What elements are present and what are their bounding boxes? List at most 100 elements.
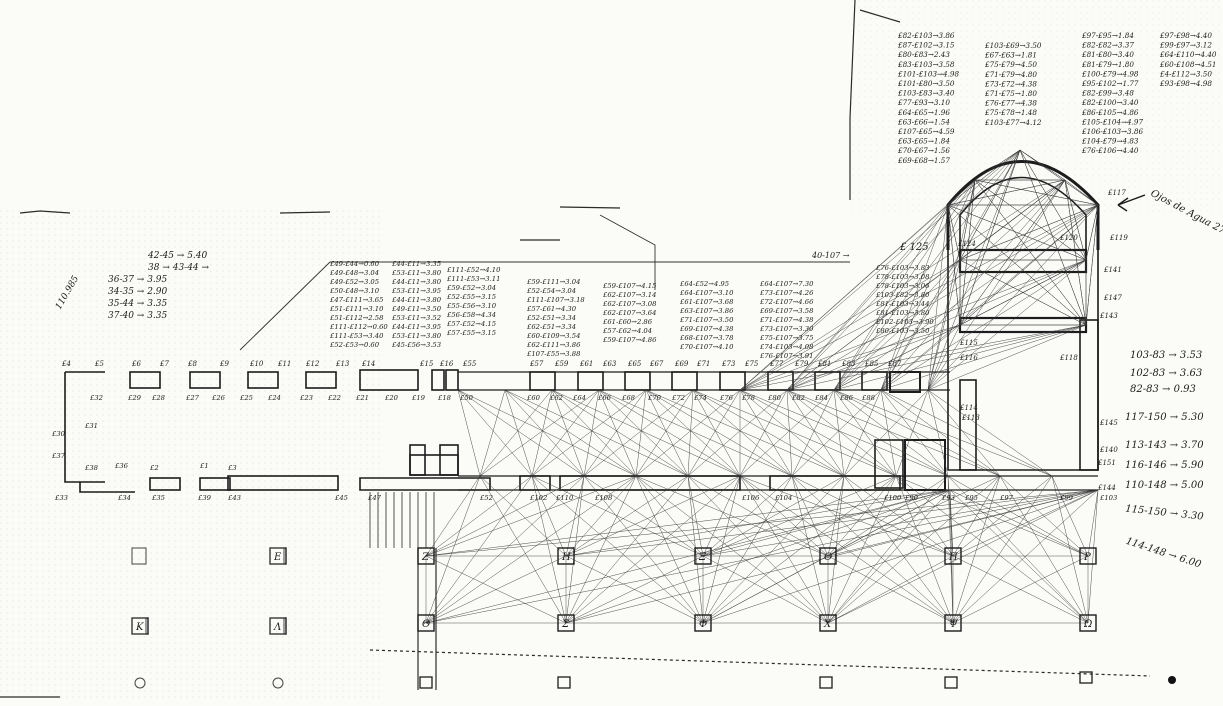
station-label-mid: £60 — [526, 394, 541, 402]
nave-note-line: £80-£103→3.50 — [875, 327, 930, 335]
station-label-mid: £86 — [839, 394, 854, 402]
nave-note-line: £61-£60→2.86 — [602, 318, 653, 326]
right-note-line: 114-148 → 6.00 — [1124, 536, 1203, 571]
topright-note-line: £64-£110→4.40 — [1159, 50, 1217, 59]
nave-note-line: £103-£82→3.80 — [875, 291, 930, 299]
right-note-line: 102-83 → 3.63 — [1130, 368, 1202, 379]
tower-label: Θ — [422, 619, 430, 630]
tower-box — [557, 547, 575, 565]
tower-box — [417, 547, 435, 565]
station-label-lower: £95 — [964, 494, 978, 502]
nave-note-line: £59-£107→4.15 — [602, 282, 656, 290]
nave-note-line: £74-£103→4.08 — [759, 343, 814, 351]
topright-note-line: £80-£83→2.43 — [897, 50, 950, 59]
measurement-notes-rows: £49-£44→0.60£49-£48→3.04£49-£52→3.05£50-… — [329, 251, 934, 360]
station-label-dome: £147 — [1103, 294, 1122, 302]
nave-arrow-label: 40-107 → — [811, 251, 850, 260]
station-label-lower: £102 — [529, 494, 547, 502]
bottom-marker-box — [819, 676, 833, 689]
nave-note-line: £49-£44→0.60 — [329, 260, 380, 268]
station-label-mid: £62 — [549, 394, 563, 402]
station-label-lower: £34 — [117, 494, 131, 502]
station-label-top: £7 — [159, 360, 169, 368]
topright-note-line: £81-£79→1.80 — [1081, 60, 1134, 69]
station-label-top: £8 — [187, 360, 197, 368]
nave-note-line: £111-£52→4.10 — [446, 266, 501, 274]
tower-label: Ξ — [698, 552, 707, 563]
station-label-top: £75 — [744, 360, 759, 368]
tower-label: Π — [948, 552, 958, 563]
topright-note-line: £97-£98→4.40 — [1159, 31, 1212, 40]
topright-note-line: £106-£103→3.86 — [1081, 127, 1143, 136]
tower-label: O — [824, 552, 832, 563]
nave-note-line: £52-£51→3.34 — [526, 314, 576, 322]
topright-note-line: £77-£93→3.10 — [897, 98, 950, 107]
station-label-dome: £118 — [1059, 354, 1078, 362]
nave-note-line: £49-£11→3.50 — [391, 305, 442, 313]
tower-box — [694, 547, 712, 565]
nave-note-line: £44-£11→3.35 — [391, 260, 441, 268]
station-label-mid: £19 — [411, 394, 426, 402]
topright-note-line: £4-£112→3.50 — [1159, 69, 1212, 78]
station-label-mid: £50 — [459, 394, 474, 402]
nave-note-line: £57-£55→3.15 — [446, 329, 496, 337]
station-label-mid: £68 — [621, 394, 636, 402]
station-label-top: £71 — [696, 360, 710, 368]
station-label-dome: £140 — [1099, 446, 1118, 454]
station-label-top: £57 — [529, 360, 544, 368]
left-note-line: 35-44 → 3.35 — [108, 299, 168, 309]
tower-label: H — [561, 552, 571, 563]
right-note-line: 116-146 → 5.90 — [1125, 460, 1204, 471]
nave-note-line: £52-£53→0.60 — [329, 341, 380, 349]
tower-label: Λ — [273, 622, 281, 633]
station-label-lower: £47 — [367, 494, 382, 502]
nave-note-line: £71-£107→4.38 — [759, 316, 814, 324]
station-label-mid: £20 — [384, 394, 399, 402]
station-label-lower: £99 — [1059, 494, 1074, 502]
wall-segments-top — [64, 369, 950, 483]
tower-label: X — [823, 619, 832, 630]
nave-note-line: £59-£107→4.86 — [602, 336, 657, 344]
nave-note-line: £68-£107→3.78 — [679, 334, 734, 342]
tower-label: Φ — [699, 619, 707, 630]
right-note-line: 117-150 → 5.30 — [1125, 412, 1204, 423]
station-label-top: £55 — [462, 360, 477, 368]
nave-note-line: £72-£107→4.66 — [759, 298, 814, 306]
station-label-mid: £80 — [767, 394, 782, 402]
tower-label: E — [273, 552, 282, 563]
nave-note-line: £81-£103→3.80 — [875, 309, 930, 317]
station-label-top: £10 — [249, 360, 264, 368]
nave-note-line: £76-£107→3.91 — [759, 352, 813, 360]
station-label-top: £16 — [439, 360, 454, 368]
station-label-mid: £66 — [597, 394, 612, 402]
nave-note-line: £57-£62→4.04 — [602, 327, 652, 335]
topright-note-line: £103-£77→4.12 — [984, 118, 1042, 127]
nave-note-line: £53-£11→3.52 — [391, 314, 441, 322]
nave-note-line: £52-£54→3.04 — [526, 287, 576, 295]
station-label-mid: £26 — [211, 394, 226, 402]
station-label-lower: £45 — [334, 494, 348, 502]
tower-box — [557, 614, 575, 632]
station-label-dome: £141 — [1103, 266, 1122, 274]
station-label-lower: £108 — [594, 494, 613, 502]
nave-note-line: £111-£112→0.60 — [329, 323, 388, 331]
topright-note-line: £67-£63→1.81 — [984, 51, 1037, 60]
nave-note-line: £49-£52→3.05 — [329, 278, 379, 286]
nave-note-line: £56-£58→4.34 — [446, 311, 496, 319]
station-label-lower: £33 — [54, 494, 68, 502]
tower-box — [1079, 547, 1097, 565]
topright-note-line: £99-£97→3.12 — [1159, 41, 1212, 50]
nave-note-line: £45-£56→3.53 — [391, 341, 441, 349]
topright-note-line: £63-£65→1.84 — [897, 137, 950, 146]
station-label-dome: £145 — [1099, 419, 1118, 427]
topright-note-line: £82-£99→3.48 — [1081, 89, 1134, 98]
bottom-marker-box — [1079, 671, 1093, 684]
topright-note-line: £107-£65→4.59 — [897, 127, 955, 136]
tower-label: Ω — [1083, 619, 1092, 630]
station-label-dome: £151 — [1097, 459, 1116, 467]
station-label-lower: £106 — [741, 494, 760, 502]
topright-note-line: £71-£75→1.80 — [984, 89, 1037, 98]
topright-note-line: £86-£105→4.86 — [1081, 108, 1139, 117]
